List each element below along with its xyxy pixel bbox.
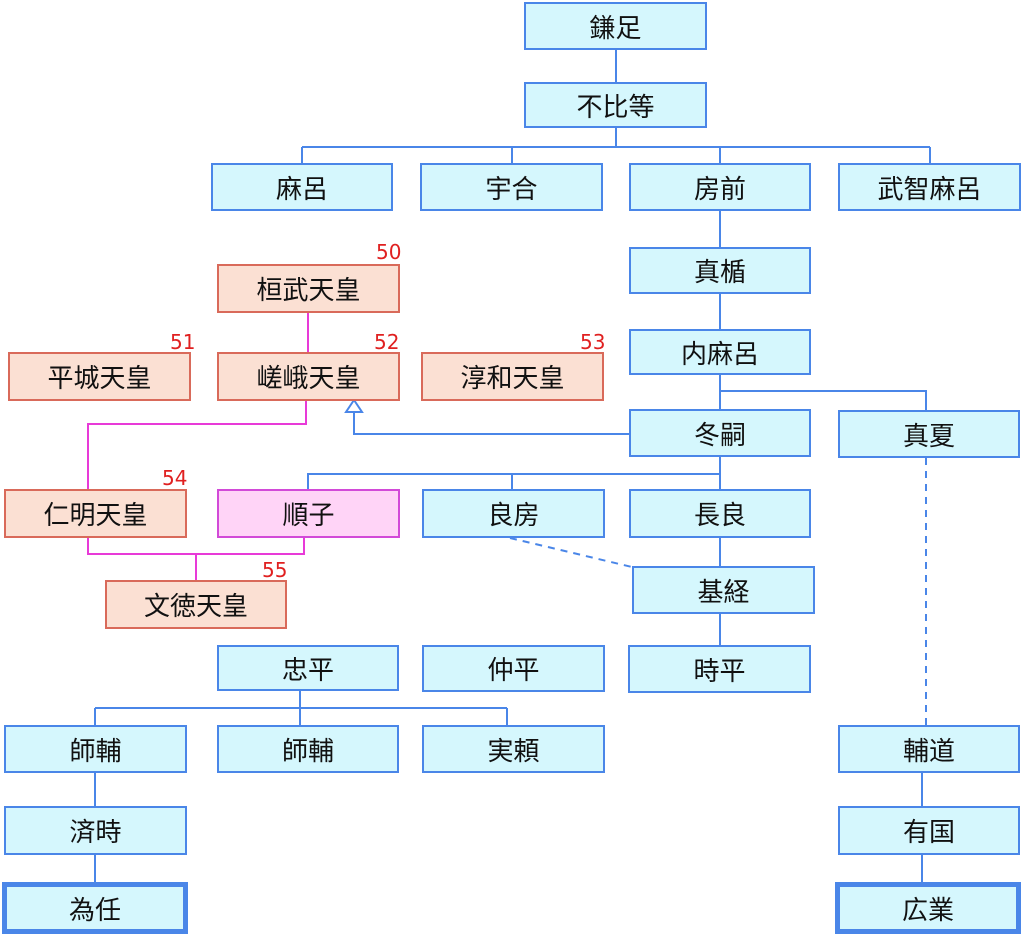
reign-number-junna: 53 xyxy=(580,330,606,354)
line-ninmyo-junshi-montoku xyxy=(87,538,305,580)
reign-number-montoku: 55 xyxy=(262,558,288,582)
arrowhead-to-saga xyxy=(344,398,364,413)
node-tokihira: 時平 xyxy=(628,645,811,693)
node-ninmyo: 仁明天皇 xyxy=(4,489,187,538)
node-tameto: 為任 xyxy=(2,882,188,934)
line-fuyutsugu-saga xyxy=(353,410,630,435)
line-fuhito-children xyxy=(301,128,931,163)
node-sukemichi: 輔道 xyxy=(838,725,1020,773)
node-montoku: 文徳天皇 xyxy=(105,580,287,629)
node-muchimaro: 武智麻呂 xyxy=(838,163,1021,211)
node-saga: 嵯峨天皇 xyxy=(217,352,400,401)
node-fuhito: 不比等 xyxy=(524,82,707,128)
node-nakahira: 仲平 xyxy=(422,645,605,692)
node-junna: 淳和天皇 xyxy=(421,352,604,401)
node-yoshifusa: 良房 xyxy=(422,489,605,538)
node-naritoki: 済時 xyxy=(4,806,187,855)
node-fuyutsugu: 冬嗣 xyxy=(629,409,811,457)
node-fusasaki: 房前 xyxy=(629,163,811,211)
line-fuyutsugu-children xyxy=(307,457,721,489)
node-mototsune: 基経 xyxy=(632,566,815,614)
node-nagara: 長良 xyxy=(629,489,811,538)
reign-number-ninmyo: 54 xyxy=(162,466,188,490)
node-matate: 真楯 xyxy=(629,247,811,294)
reign-number-saga: 52 xyxy=(374,330,400,354)
node-saneyori: 実頼 xyxy=(422,725,605,773)
node-hironari: 広業 xyxy=(835,882,1021,934)
line-yoshifusa-mototsune-dashed xyxy=(509,537,633,568)
line-uchimaro-children xyxy=(719,375,927,410)
line-saga-ninmyo xyxy=(87,401,307,489)
reign-number-heizei: 51 xyxy=(170,330,196,354)
node-heizei: 平城天皇 xyxy=(8,352,191,401)
node-manatsu: 真夏 xyxy=(838,410,1020,458)
node-kamatari: 鎌足 xyxy=(524,2,707,50)
node-kanmu: 桓武天皇 xyxy=(217,264,400,313)
node-tadahira: 忠平 xyxy=(217,645,399,691)
reign-number-kanmu: 50 xyxy=(376,240,402,264)
node-uchimaro: 内麻呂 xyxy=(629,329,811,375)
node-junshi: 順子 xyxy=(217,489,400,538)
node-maro: 麻呂 xyxy=(211,163,393,211)
node-morosuke-center: 師輔 xyxy=(217,725,399,773)
line-tadahira-children xyxy=(94,691,508,725)
node-umakai: 宇合 xyxy=(420,163,603,211)
node-arikuni: 有国 xyxy=(838,806,1020,855)
node-morosuke-left: 師輔 xyxy=(4,725,187,773)
